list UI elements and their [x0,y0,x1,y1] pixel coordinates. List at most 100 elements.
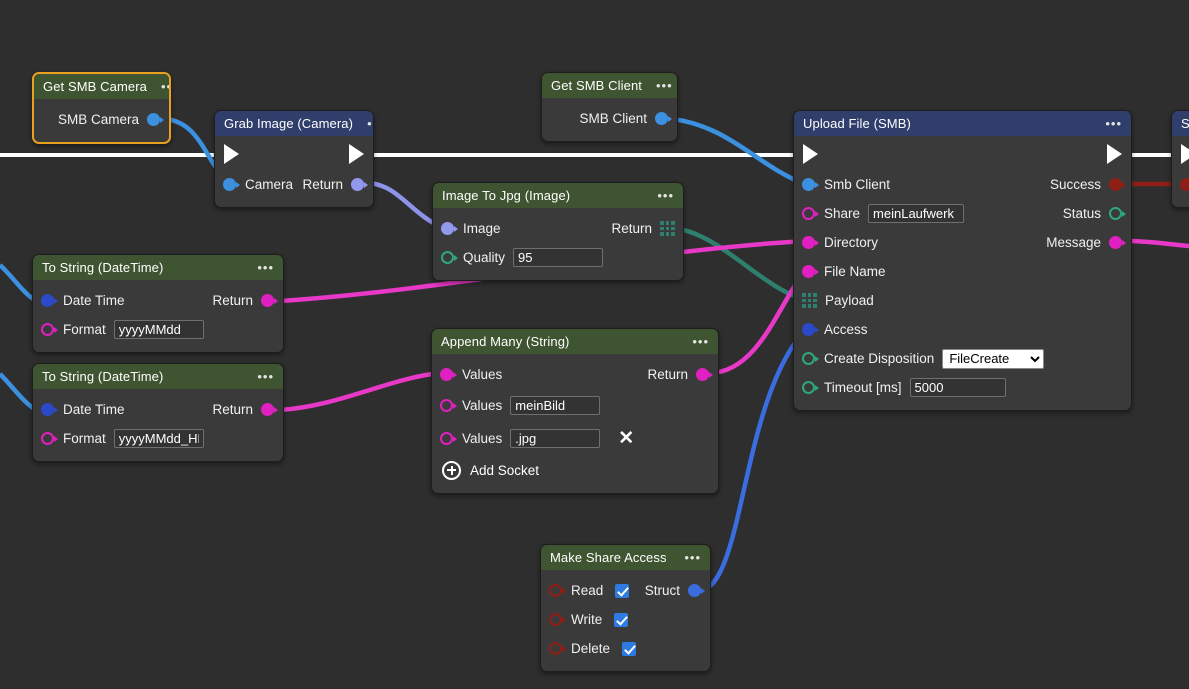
timeout-input[interactable] [909,378,1006,397]
input-socket-read[interactable] [549,583,566,598]
format-input[interactable] [113,429,204,448]
input-socket-values-2[interactable] [440,431,457,446]
output-socket-message[interactable] [1109,235,1126,250]
node-header[interactable]: Upload File (SMB) ••• [794,111,1131,136]
output-socket-return[interactable] [261,402,278,417]
node-clipped-right[interactable]: S [1171,110,1189,208]
remove-socket-icon[interactable]: ✕ [618,428,635,449]
input-label: Values [462,367,503,382]
node-menu-icon[interactable]: ••• [655,77,673,93]
node-get-smb-client[interactable]: Get SMB Client ••• SMB Client [541,72,678,142]
node-header[interactable]: Grab Image (Camera) ••• [215,111,373,136]
exec-out-icon[interactable] [1107,144,1122,164]
input-socket-camera[interactable] [223,177,240,192]
node-to-string-datetime-1[interactable]: To String (DateTime) ••• Date Time Retur… [32,254,284,353]
exec-in-icon[interactable] [1181,144,1189,164]
input-label: Delete [571,641,611,656]
node-make-share-access[interactable]: Make Share Access ••• Read Struct [540,544,711,672]
node-menu-icon[interactable]: ••• [160,78,169,94]
output-socket-success[interactable] [1109,177,1126,192]
exec-out-icon[interactable] [349,144,364,164]
input-label: File Name [824,264,886,279]
output-label: Return [212,293,253,308]
output-socket-return[interactable] [351,177,368,192]
values-input-2[interactable] [510,429,601,448]
input-socket-values-0[interactable] [440,367,457,382]
node-header[interactable]: Get SMB Client ••• [542,73,677,98]
output-socket-smb-camera[interactable] [147,112,164,127]
node-header[interactable]: Get SMB Camera ••• [34,74,169,99]
output-socket-return[interactable] [696,367,713,382]
output-label: Return [611,221,652,236]
node-header[interactable]: S [1172,111,1189,136]
output-socket-struct[interactable] [688,583,705,598]
input-socket-date-time[interactable] [41,293,58,308]
node-to-string-datetime-2[interactable]: To String (DateTime) ••• Date Time Retur… [32,363,284,462]
input-label: Date Time [63,293,125,308]
input-socket-write[interactable] [549,612,566,627]
node-row: Directory Message [794,228,1131,257]
share-input[interactable] [868,204,965,223]
node-menu-icon[interactable]: ••• [1105,115,1122,131]
format-input[interactable] [113,320,204,339]
node-header[interactable]: To String (DateTime) ••• [33,364,283,389]
exec-row [794,138,1131,170]
node-menu-icon[interactable]: ••• [684,549,701,565]
node-row: Quality [433,243,683,272]
read-checkbox[interactable] [615,583,630,598]
input-label: Payload [825,293,874,308]
output-socket-grid-return[interactable] [660,221,675,236]
create-disposition-select[interactable]: FileCreateFileOpenFileOpenIfFileOverwrit… [942,348,1045,369]
values-input-1[interactable] [510,396,601,415]
node-menu-icon[interactable]: ••• [257,368,274,384]
input-socket-access[interactable] [802,322,819,337]
output-label: Return [212,402,253,417]
node-menu-icon[interactable]: ••• [657,187,674,203]
exec-in-icon[interactable] [224,144,239,164]
node-header[interactable]: To String (DateTime) ••• [33,255,283,280]
output-socket-status[interactable] [1109,206,1126,221]
node-header[interactable]: Image To Jpg (Image) ••• [433,183,683,208]
delete-checkbox[interactable] [622,641,637,656]
node-menu-icon[interactable]: ••• [257,259,274,275]
input-socket-image[interactable] [441,221,458,236]
input-socket-create-disposition[interactable] [802,351,819,366]
input-socket-directory[interactable] [802,235,819,250]
input-socket-values-1[interactable] [440,398,457,413]
input-socket-date-time[interactable] [41,402,58,417]
node-upload-file-smb[interactable]: Upload File (SMB) ••• Smb Client Success [793,110,1132,411]
quality-input[interactable] [513,248,604,267]
input-socket-smb-client[interactable] [802,177,819,192]
input-socket-file-name[interactable] [802,264,819,279]
input-socket-quality[interactable] [441,250,458,265]
input-socket-grid-payload[interactable] [802,293,817,308]
node-get-smb-camera[interactable]: Get SMB Camera ••• SMB Camera [32,72,171,144]
output-socket-smb-client[interactable] [655,111,672,126]
input-socket-timeout[interactable] [802,380,819,395]
node-image-to-jpg[interactable]: Image To Jpg (Image) ••• Image Return [432,182,684,281]
node-grab-image-camera[interactable]: Grab Image (Camera) ••• Camera Return [214,110,374,208]
write-checkbox[interactable] [614,612,629,627]
node-row: File Name [794,257,1131,286]
input-label: Timeout [ms] [824,380,902,395]
node-header[interactable]: Make Share Access ••• [541,545,710,570]
input-label: Read [571,583,604,598]
output-socket-return[interactable] [261,293,278,308]
node-title: Upload File (SMB) [803,116,911,131]
node-header[interactable]: Append Many (String) ••• [432,329,718,354]
node-append-many-string[interactable]: Append Many (String) ••• Values Return [431,328,719,494]
input-socket-delete[interactable] [549,641,566,656]
input-socket-format[interactable] [41,431,58,446]
input-socket-format[interactable] [41,322,58,337]
node-menu-icon[interactable]: ••• [692,333,709,349]
input-label: Format [63,322,106,337]
add-socket-button[interactable]: Add Socket [432,455,718,485]
node-row: Delete [541,634,710,663]
node-row: Image Return [433,214,683,243]
input-socket-share[interactable] [802,206,819,221]
exec-in-icon[interactable] [803,144,818,164]
input-socket-clipped[interactable] [1180,177,1189,192]
node-menu-icon[interactable]: ••• [367,115,373,131]
input-label: Quality [463,250,506,265]
